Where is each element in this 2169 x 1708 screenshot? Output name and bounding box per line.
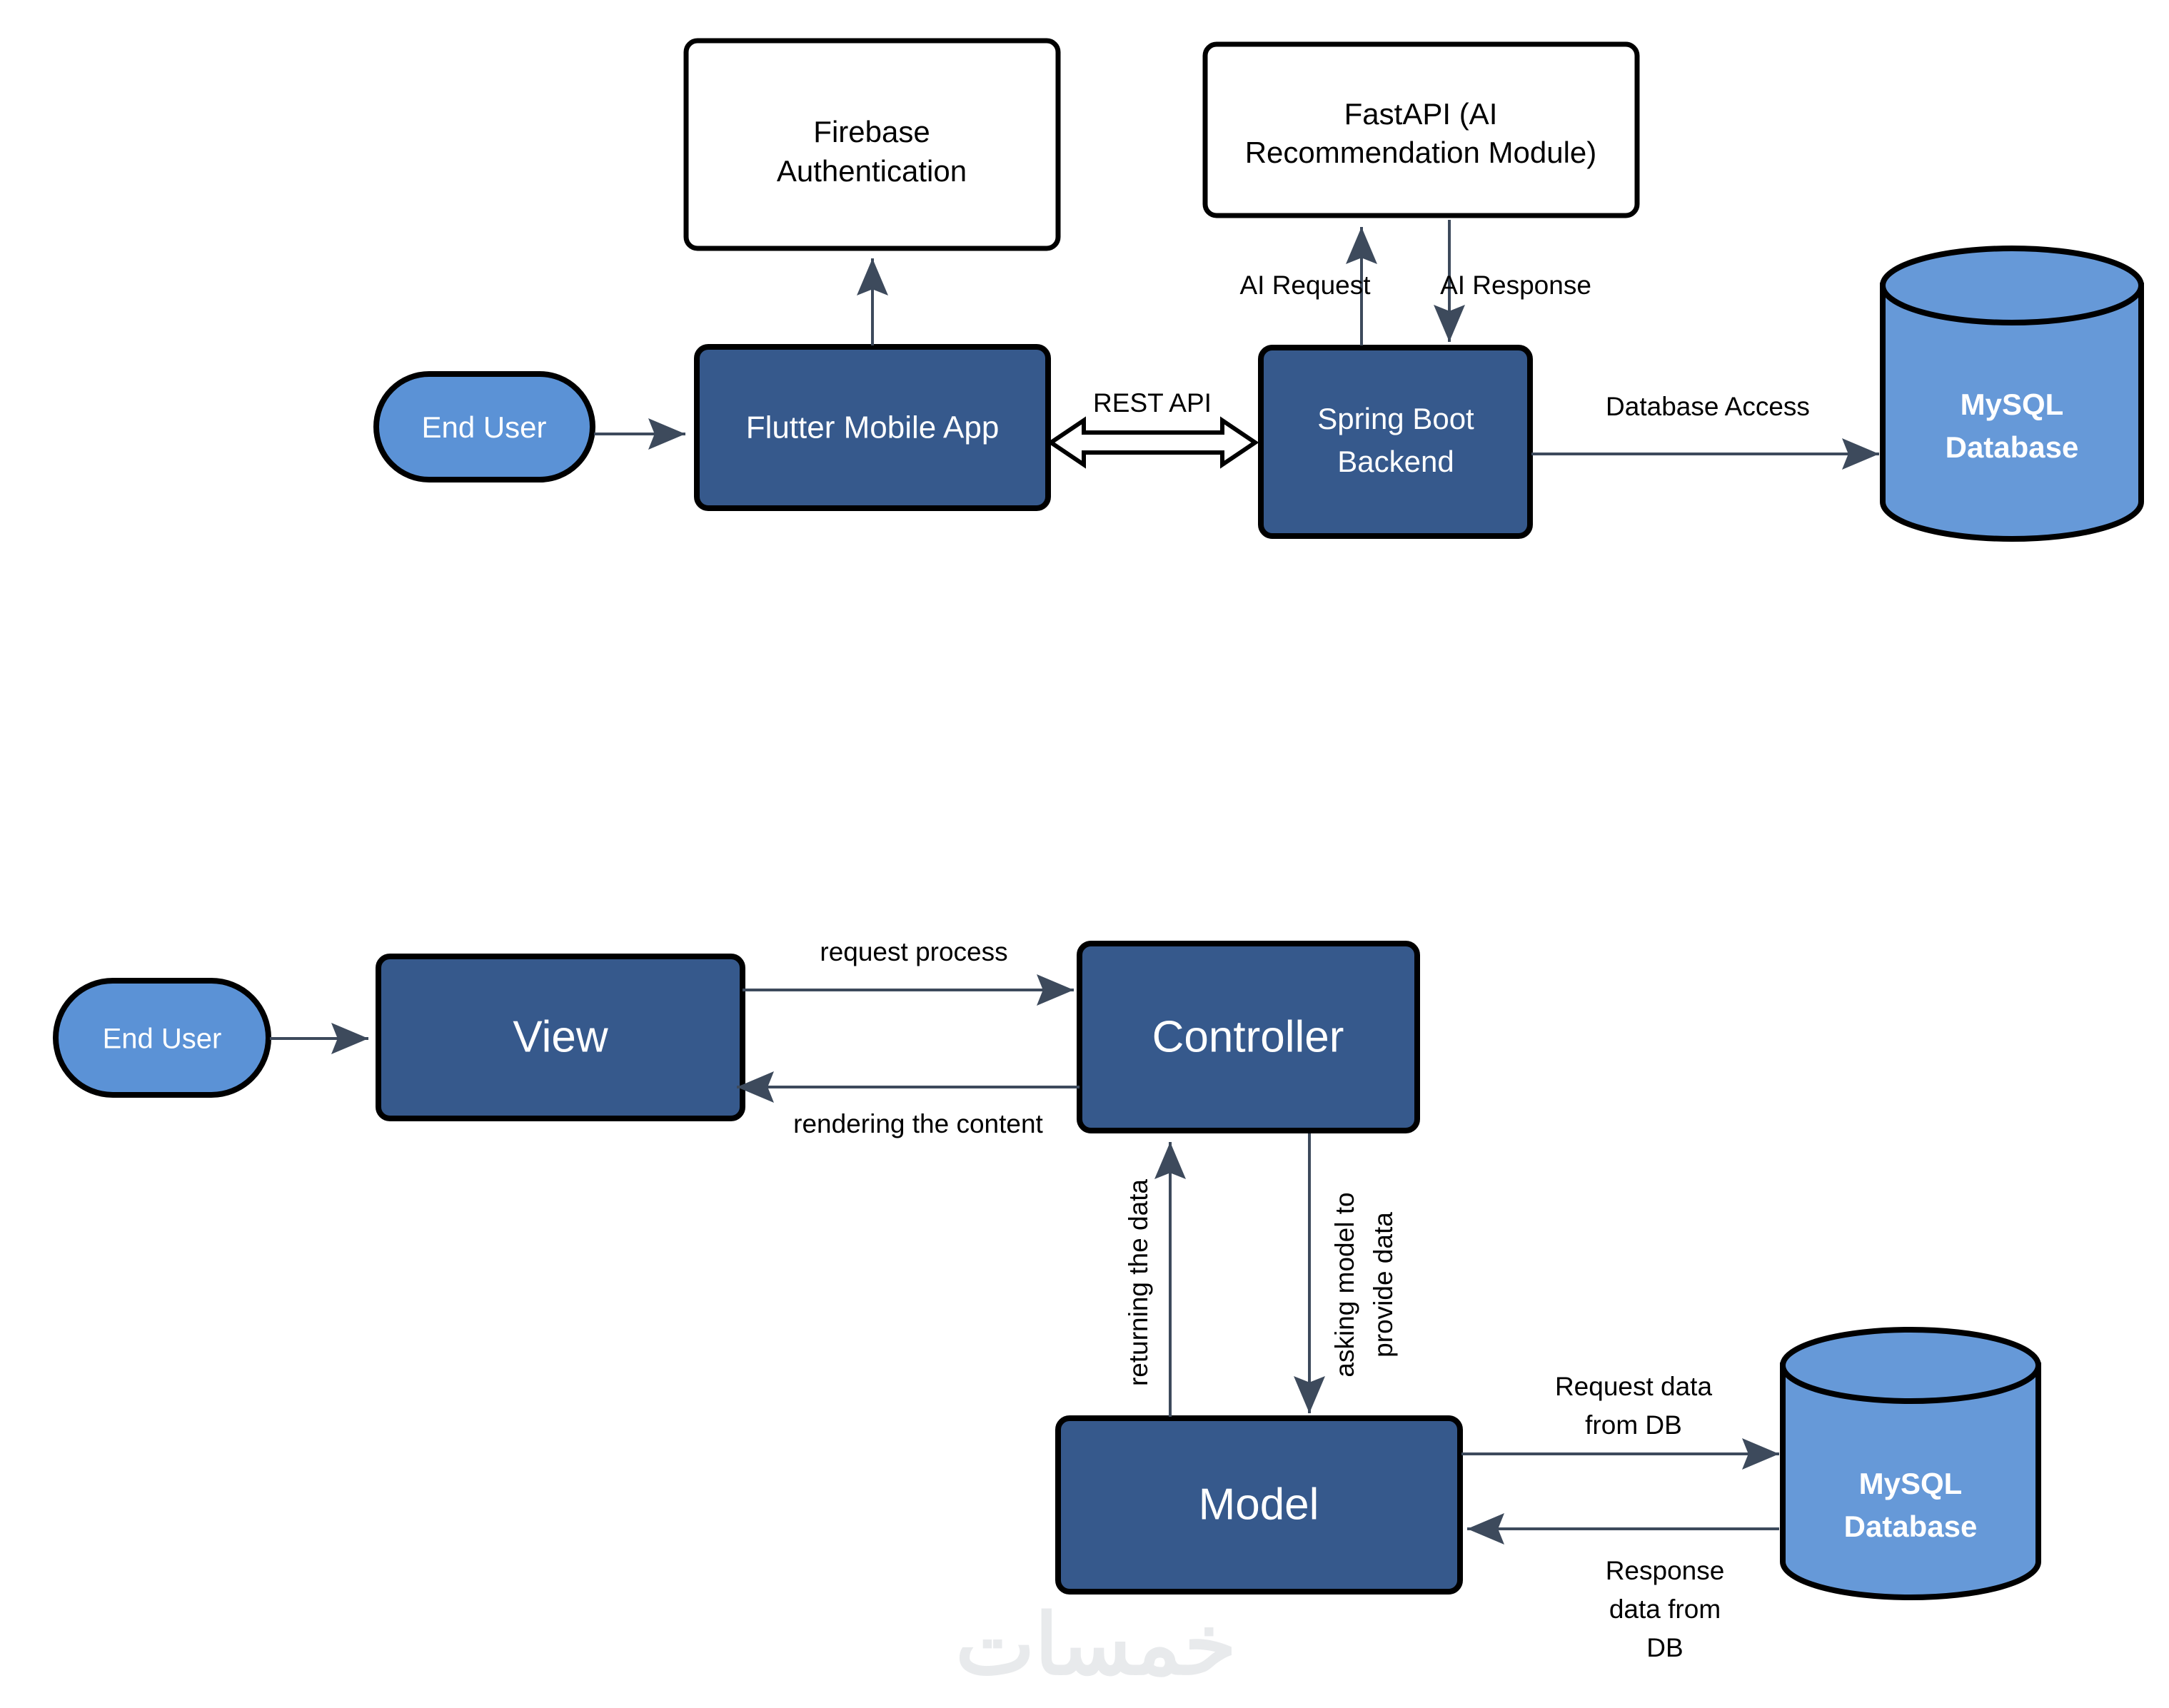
edge-rendering-content: rendering the content — [737, 1071, 1080, 1138]
edge-request-data-db: Request data from DB — [1461, 1372, 1779, 1470]
node-label-end-user-top: End User — [421, 410, 546, 444]
edge-response-data-db: Response data from DB — [1467, 1513, 1779, 1662]
edge-request-process: request process — [743, 937, 1074, 1006]
edge-asking-model: asking model to provide data — [1294, 1133, 1398, 1413]
node-end-user-mvc[interactable]: End User — [53, 978, 271, 1098]
section-mvc-architecture: End User View Controller Model MySQL Dat… — [53, 937, 2041, 1662]
edge-label-rest-api: REST API — [1093, 388, 1212, 418]
node-view[interactable]: View — [376, 954, 745, 1121]
edge-label-request-process: request process — [820, 937, 1007, 966]
edge-label-ai-request: AI Request — [1239, 271, 1371, 300]
node-controller[interactable]: Controller — [1077, 941, 1420, 1133]
node-label-fastapi-line1: FastAPI (AI — [1344, 97, 1498, 131]
edge-label-returning-data: returning the data — [1124, 1179, 1153, 1386]
node-flutter-app[interactable]: Flutter Mobile App — [694, 344, 1051, 511]
edge-label-rendering-content: rendering the content — [793, 1109, 1043, 1138]
node-label-model: Model — [1199, 1480, 1319, 1529]
edge-label-asking-model-line1: asking model to — [1330, 1192, 1359, 1377]
edge-label-response-data-db-line1: Response — [1606, 1556, 1725, 1585]
node-label-firebase-auth-line1: Firebase — [813, 115, 930, 148]
edge-returning-data: returning the data — [1124, 1142, 1186, 1417]
node-model[interactable]: Model — [1055, 1415, 1463, 1595]
node-label-controller: Controller — [1152, 1012, 1344, 1061]
node-fastapi[interactable]: FastAPI (AI Recommendation Module) — [1202, 41, 1640, 218]
edge-label-request-data-db-line1: Request data — [1555, 1372, 1713, 1401]
node-spring-backend[interactable]: Spring Boot Backend — [1258, 345, 1533, 539]
edge-ai-request: AI Request — [1239, 227, 1377, 345]
edge-label-response-data-db-line3: DB — [1646, 1633, 1683, 1662]
node-label-spring-backend-line2: Backend — [1337, 445, 1454, 478]
node-label-mysql-top-line2: Database — [1946, 430, 2079, 464]
node-label-mysql-top-line1: MySQL — [1961, 388, 2064, 421]
node-label-spring-backend-line1: Spring Boot — [1317, 402, 1474, 435]
edge-label-response-data-db-line2: data from — [1609, 1595, 1721, 1624]
edge-label-ai-response: AI Response — [1440, 271, 1591, 300]
node-label-flutter-app: Flutter Mobile App — [746, 410, 1000, 445]
edge-ai-response: AI Response — [1434, 220, 1591, 342]
node-end-user-top[interactable]: End User — [373, 371, 595, 482]
node-label-fastapi-line2: Recommendation Module) — [1245, 136, 1597, 169]
section-system-architecture: Firebase Authentication FastAPI (AI Reco… — [373, 38, 2144, 542]
edge-label-request-data-db-line2: from DB — [1585, 1410, 1682, 1440]
node-firebase-auth[interactable]: Firebase Authentication — [683, 38, 1061, 251]
watermark-text: خمسات — [955, 1598, 1236, 1692]
edge-label-database-access: Database Access — [1606, 392, 1810, 421]
node-label-mysql-mvc-line1: MySQL — [1859, 1467, 1963, 1500]
edge-rest-api: REST API — [1047, 388, 1259, 469]
node-label-firebase-auth-line2: Authentication — [777, 154, 967, 188]
node-label-view: View — [513, 1012, 608, 1061]
edge-label-asking-model-line2: provide data — [1369, 1212, 1398, 1358]
node-mysql-mvc[interactable]: MySQL Database — [1780, 1327, 2041, 1600]
edge-database-access: Database Access — [1531, 392, 1879, 470]
node-mysql-top[interactable]: MySQL Database — [1880, 246, 2144, 542]
node-label-mysql-mvc-line2: Database — [1844, 1510, 1978, 1543]
node-label-end-user-mvc: End User — [103, 1024, 222, 1055]
